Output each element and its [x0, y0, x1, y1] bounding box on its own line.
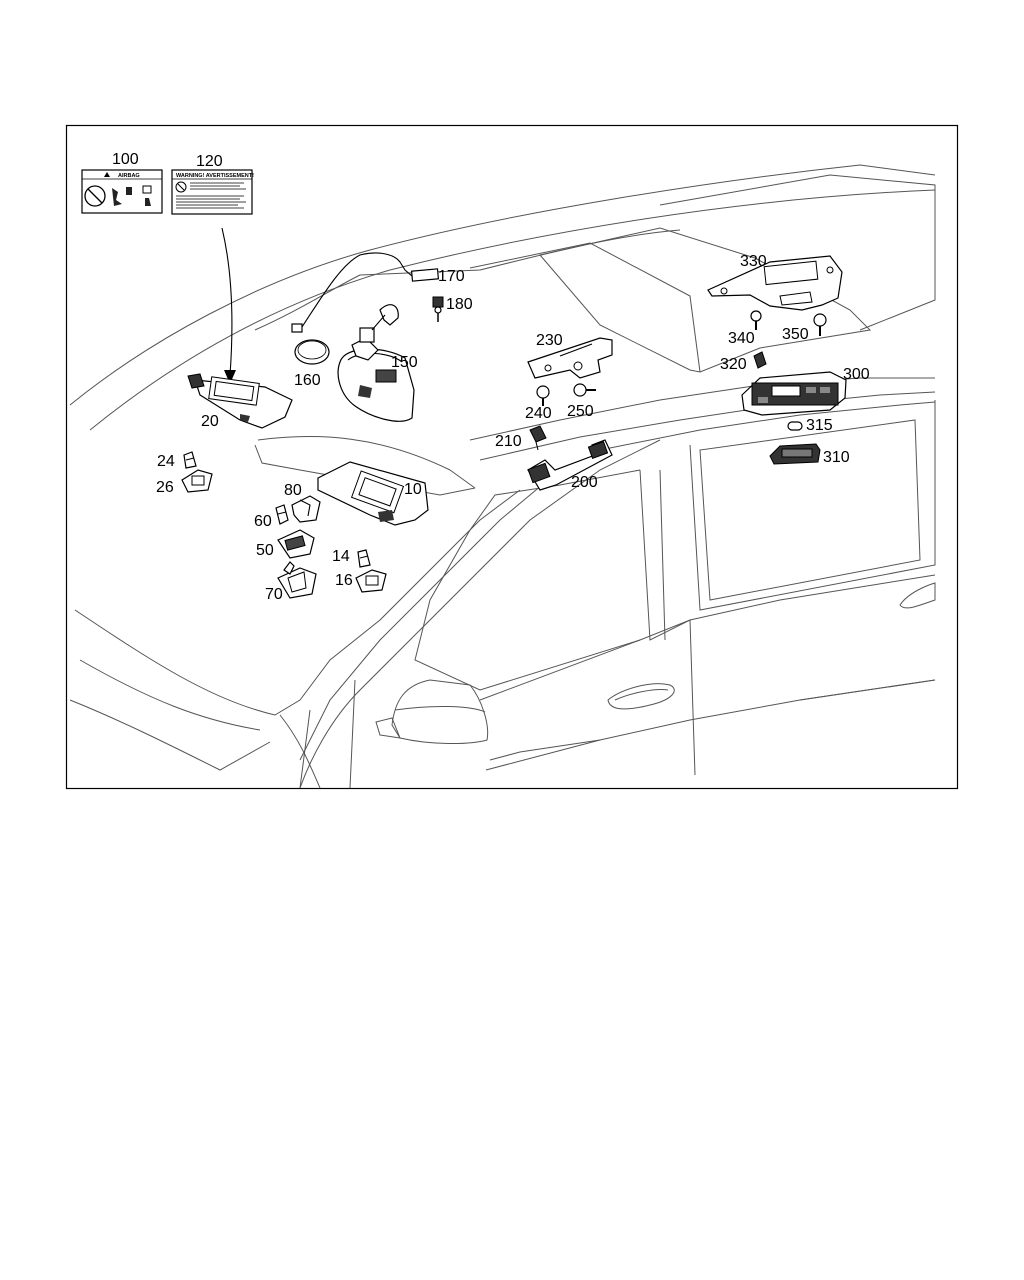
callout-340: 340 [728, 330, 755, 347]
callout-160: 160 [294, 372, 321, 389]
bulb-315 [787, 421, 803, 431]
vehicle-outline [69, 164, 936, 789]
callout-350: 350 [782, 326, 809, 343]
callout-80: 80 [284, 482, 302, 499]
cap-160 [294, 339, 330, 365]
callout-20: 20 [201, 413, 219, 430]
callout-300: 300 [843, 366, 870, 383]
screw-340 [750, 310, 762, 330]
callout-150: 150 [391, 354, 418, 371]
mount-50 [277, 529, 315, 559]
callout-320: 320 [720, 356, 747, 373]
label-pointer-arrow [221, 227, 236, 384]
clip-60 [275, 504, 289, 525]
screw-350 [813, 313, 827, 336]
screw-250 [573, 383, 596, 397]
callout-310: 310 [823, 449, 850, 466]
wire-170 [291, 252, 440, 333]
sun-visor-10 [317, 461, 429, 526]
bracket-230 [527, 337, 613, 379]
callout-230: 230 [536, 332, 563, 349]
grab-handle-200 [527, 439, 613, 491]
callout-14: 14 [332, 548, 350, 565]
callout-240: 240 [525, 405, 552, 422]
bracket-330 [707, 255, 843, 311]
overhead-control-panel-300 [741, 371, 847, 416]
clip-210 [529, 425, 547, 451]
callout-60: 60 [254, 513, 272, 530]
callout-50: 50 [256, 542, 274, 559]
callout-330: 330 [740, 253, 767, 270]
callout-24: 24 [157, 453, 175, 470]
callout-180: 180 [446, 296, 473, 313]
callout-26: 26 [156, 479, 174, 496]
cover-70 [277, 561, 317, 599]
clip-320 [753, 351, 767, 369]
airbag-warning-label-100: AIRBAG [81, 169, 163, 214]
sun-visor-20 [187, 373, 293, 429]
callout-labels: 100 120 170 180 330 230 340 350 160 150 … [112, 151, 870, 603]
callout-100: 100 [112, 151, 139, 168]
callout-315: 315 [806, 417, 833, 434]
warning-title: WARNING! AVERTISSEMENT! [176, 173, 254, 179]
airbag-title: AIRBAG [118, 173, 140, 179]
clip-24 [183, 451, 197, 469]
bracket-80 [291, 495, 321, 523]
cover-16 [355, 569, 387, 593]
clip-180 [432, 296, 444, 322]
callout-170: 170 [438, 268, 465, 285]
rearview-mirror-150 [337, 304, 415, 422]
clip-14 [357, 549, 371, 568]
callout-250: 250 [567, 403, 594, 420]
warning-label-120: WARNING! AVERTISSEMENT! [171, 169, 254, 215]
callout-16: 16 [335, 572, 353, 589]
callout-70: 70 [265, 586, 283, 603]
callout-120: 120 [196, 153, 223, 170]
callout-200: 200 [571, 474, 598, 491]
callout-10: 10 [404, 481, 422, 498]
cover-26 [181, 469, 213, 493]
lamp-310 [769, 443, 821, 465]
screw-240 [536, 385, 550, 406]
callout-210: 210 [495, 433, 522, 450]
